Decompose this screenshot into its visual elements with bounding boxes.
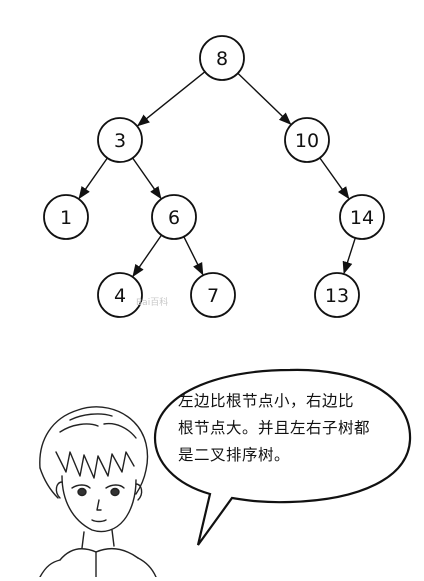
- edge-n8-n3: [136, 71, 206, 127]
- node-circle: [190, 272, 236, 318]
- node-label: 13: [325, 285, 349, 307]
- tree-node-14: 14: [339, 194, 385, 240]
- node-circle: [339, 194, 385, 240]
- tree-node-13: 13: [314, 272, 360, 318]
- edge-n6-n4: [132, 234, 163, 278]
- node-circle: [284, 117, 330, 163]
- edge-n6-n7: [183, 236, 204, 276]
- edge-n3-n1: [78, 157, 108, 200]
- tree-node-7: 7: [190, 272, 236, 318]
- speech-bubble: [153, 368, 412, 546]
- tree-node-10: 10: [284, 117, 330, 163]
- node-circle: [43, 194, 89, 240]
- node-circle: [97, 117, 143, 163]
- node-circle: [199, 35, 245, 81]
- tree-node-8: 8: [199, 35, 245, 81]
- speech-line-1: 左边比根节点小，右边比: [178, 392, 355, 410]
- node-circle: [97, 272, 143, 318]
- node-circle: [151, 194, 197, 240]
- edge-n10-n14: [319, 157, 350, 200]
- node-label: 14: [350, 207, 374, 229]
- node-label: 7: [207, 285, 219, 307]
- node-label: 3: [114, 130, 126, 152]
- edge-n3-n6: [132, 157, 162, 200]
- tree-node-1: 1: [43, 194, 89, 240]
- node-label: 10: [295, 130, 319, 152]
- node-label: 8: [216, 48, 228, 70]
- node-label: 4: [114, 285, 126, 307]
- boy-illustration: [39, 406, 157, 578]
- tree-node-3: 3: [97, 117, 143, 163]
- node-label: 6: [168, 207, 180, 229]
- watermark-text: Bai百科: [136, 296, 168, 308]
- speech-line-3: 是二叉排序树。: [178, 446, 291, 464]
- edge-n14-n13: [342, 237, 356, 275]
- tree-node-6: 6: [151, 194, 197, 240]
- speech-bubble-text: 左边比根节点小，右边比 根节点大。并且左右子树都 是二叉排序树。: [178, 388, 383, 469]
- tree-node-4: 4: [97, 272, 143, 318]
- edge-n8-n10: [237, 72, 292, 125]
- speech-line-2: 根节点大。并且左右子树都: [178, 419, 371, 437]
- node-circle: [314, 272, 360, 318]
- node-label: 1: [60, 207, 72, 229]
